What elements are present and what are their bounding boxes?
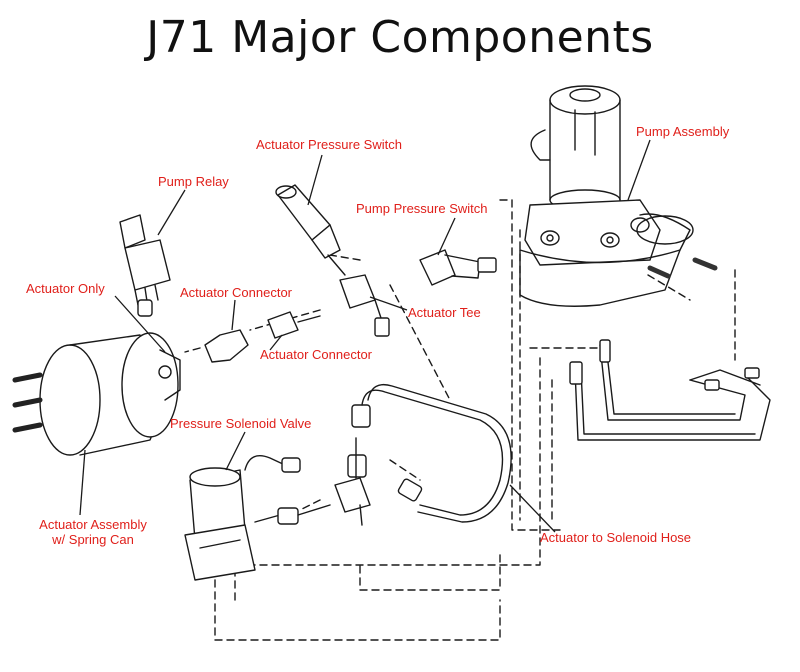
label-actuator-pressure-switch: Actuator Pressure Switch [256, 137, 402, 152]
actuator-tee-drawing [339, 274, 390, 337]
diagram-title: J71 Major Components [146, 12, 654, 63]
label-pressure-solenoid-valve: Pressure Solenoid Valve [170, 416, 312, 431]
label-actuator-connector-1: Actuator Connector [180, 285, 293, 300]
pump-pressure-switch-drawing [419, 249, 497, 286]
hose-and-tee-drawing [334, 383, 512, 526]
label-pump-pressure-switch: Pump Pressure Switch [356, 201, 488, 216]
actuator-pressure-switch-drawing [275, 184, 346, 276]
leader-lines [79, 139, 651, 533]
dashed-wiring [184, 199, 736, 641]
pump-lines [569, 257, 771, 441]
label-actuator-assembly-line2: w/ Spring Can [52, 532, 134, 547]
actuator-assembly-drawing [12, 332, 181, 456]
actuator-connectors-drawing [204, 311, 321, 363]
label-pump-relay: Pump Relay [158, 174, 229, 189]
pressure-solenoid-valve-drawing [184, 455, 331, 581]
label-actuator-assembly: Actuator Assembly w/ Spring Can [25, 517, 161, 547]
pump-assembly-drawing [519, 85, 694, 307]
label-pump-assembly: Pump Assembly [636, 124, 730, 139]
label-actuator-to-solenoid-hose: Actuator to Solenoid Hose [540, 530, 692, 545]
label-actuator-tee: Actuator Tee [408, 305, 481, 320]
label-actuator-only: Actuator Only [26, 281, 105, 296]
label-actuator-assembly-line1: Actuator Assembly [39, 517, 147, 532]
pump-relay-drawing [119, 214, 171, 317]
label-actuator-connector-2: Actuator Connector [260, 347, 373, 362]
